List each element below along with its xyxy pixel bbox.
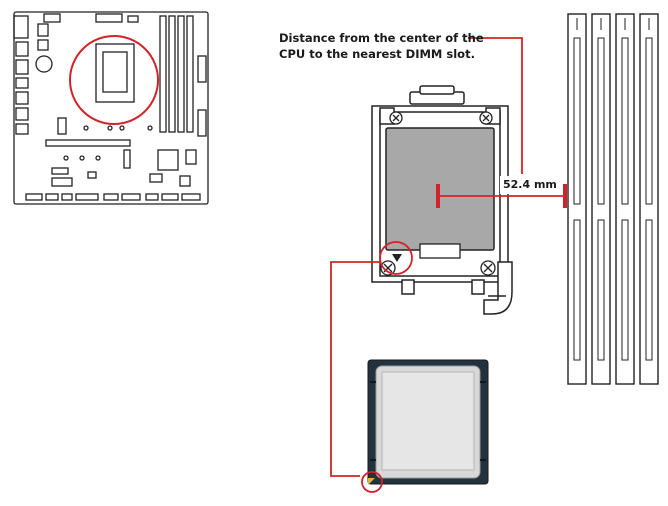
cpu-center-marker bbox=[436, 184, 440, 208]
measurement-label: 52.4 mm bbox=[500, 176, 560, 194]
caption-leader-line bbox=[468, 37, 523, 174]
cpu-pin1-triangle-icon bbox=[368, 478, 375, 485]
caption-line-1: Distance from the center of the bbox=[279, 31, 484, 45]
caption-line-2: CPU to the nearest DIMM slot. bbox=[279, 47, 475, 61]
dimm-slot-icon bbox=[567, 13, 659, 385]
dimm-edge-marker bbox=[563, 184, 567, 208]
cpu-processor-icon bbox=[367, 359, 489, 485]
pin-1-triangle-marker-icon bbox=[392, 254, 402, 262]
pin1-leader-line bbox=[330, 261, 380, 477]
socket-key-notch bbox=[419, 243, 461, 259]
socket-screw-icons bbox=[380, 111, 496, 276]
motherboard-overview-icon bbox=[13, 11, 209, 205]
cpu-pin1-highlight bbox=[361, 471, 383, 493]
distance-caption: Distance from the center of the CPU to t… bbox=[279, 30, 484, 62]
socket-pin1-highlight bbox=[379, 241, 413, 275]
dimm-slot-inner-grooves bbox=[573, 18, 653, 361]
socket-highlight-circle bbox=[69, 35, 159, 125]
